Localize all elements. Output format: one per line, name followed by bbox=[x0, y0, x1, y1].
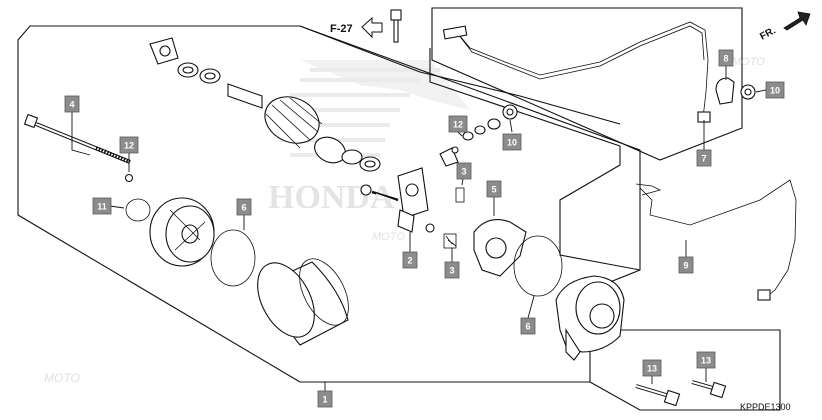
brush-spring-3-lower bbox=[443, 233, 457, 249]
bolt-13-right bbox=[691, 380, 727, 399]
svg-text:12: 12 bbox=[124, 141, 134, 151]
svg-text:5: 5 bbox=[491, 185, 496, 195]
callout-2: 2 bbox=[402, 251, 418, 269]
callout-10-center: 10 bbox=[502, 133, 522, 151]
ground-cable-9 bbox=[635, 179, 797, 301]
commutator-washers bbox=[341, 149, 381, 172]
svg-text:MOTO: MOTO bbox=[732, 56, 765, 68]
callout-9: 9 bbox=[678, 256, 694, 274]
terminal-hardware bbox=[439, 104, 518, 167]
svg-text:13: 13 bbox=[701, 356, 711, 366]
honda-wordmark-watermark: HONDA bbox=[268, 179, 395, 216]
washer-small bbox=[425, 223, 435, 233]
o-ring-11 bbox=[125, 198, 151, 222]
starter-cable-7 bbox=[442, 21, 711, 123]
armature bbox=[227, 83, 346, 164]
ref-arrow-left-icon bbox=[361, 16, 383, 39]
svg-text:12: 12 bbox=[453, 120, 463, 130]
callout-1: 1 bbox=[317, 390, 333, 408]
bolt-13-left bbox=[635, 384, 681, 407]
front-direction-indicator: FR. bbox=[758, 11, 811, 43]
svg-text:10: 10 bbox=[770, 86, 780, 96]
motor-yoke bbox=[257, 258, 349, 346]
svg-text:MOTO: MOTO bbox=[372, 231, 405, 243]
cable-frame bbox=[431, 7, 743, 161]
diagram-code: KPPDE1300 bbox=[740, 402, 791, 412]
callout-4: 4 bbox=[64, 95, 80, 113]
moto-watermark-left: MOTO bbox=[44, 371, 80, 385]
svg-text:6: 6 bbox=[241, 203, 246, 213]
spring-3-lower bbox=[445, 235, 457, 247]
brush-spring-3-upper bbox=[455, 187, 465, 203]
washer-12-left bbox=[124, 173, 134, 183]
front-arrow-icon bbox=[783, 11, 811, 31]
svg-text:FR.: FR. bbox=[758, 25, 778, 42]
o-ring-6-right bbox=[513, 235, 563, 297]
assembly-outline-inner bbox=[299, 25, 621, 125]
svg-text:MOTO: MOTO bbox=[44, 371, 80, 385]
moto-watermark-right: MOTO bbox=[732, 56, 765, 68]
svg-text:10: 10 bbox=[507, 138, 517, 148]
seal-bracket bbox=[149, 37, 179, 65]
nut-10-top bbox=[740, 84, 756, 100]
svg-text:9: 9 bbox=[683, 261, 688, 271]
assembly-outline-frame bbox=[17, 25, 641, 383]
rear-cover bbox=[555, 275, 625, 361]
callout-3-lower: 3 bbox=[444, 261, 460, 279]
svg-text:2: 2 bbox=[407, 256, 412, 266]
svg-text:13: 13 bbox=[647, 364, 657, 374]
terminal-bolt bbox=[360, 184, 399, 202]
callout-6-right: 6 bbox=[520, 317, 536, 335]
callout-12-left: 12 bbox=[119, 136, 139, 154]
front-cover bbox=[149, 197, 215, 267]
svg-text:3: 3 bbox=[461, 167, 466, 177]
callout-3-upper: 3 bbox=[456, 162, 472, 180]
ref-label-f27: F-27 bbox=[330, 23, 353, 35]
svg-text:6: 6 bbox=[525, 322, 530, 332]
svg-text:4: 4 bbox=[69, 100, 74, 110]
callout-11: 11 bbox=[92, 197, 112, 215]
bearing-washers bbox=[177, 62, 221, 84]
o-ring-6-left bbox=[210, 229, 256, 287]
svg-text:1: 1 bbox=[322, 395, 327, 405]
svg-text:8: 8 bbox=[723, 54, 728, 64]
callout-10-right: 10 bbox=[765, 81, 785, 99]
brush-holder-2 bbox=[397, 167, 429, 233]
mount-bolt-small bbox=[390, 9, 402, 43]
callout-8: 8 bbox=[718, 49, 734, 67]
svg-text:7: 7 bbox=[701, 154, 706, 164]
callout-5: 5 bbox=[486, 180, 502, 198]
callout-12-center: 12 bbox=[448, 115, 468, 133]
terminal-cover-8 bbox=[715, 77, 735, 105]
moto-watermark-mid: MOTO bbox=[372, 231, 405, 243]
bolt-frame bbox=[589, 329, 781, 411]
callout-13-left: 13 bbox=[642, 359, 662, 377]
brush-holder-5 bbox=[473, 219, 527, 277]
svg-text:11: 11 bbox=[97, 202, 107, 212]
svg-text:3: 3 bbox=[449, 266, 454, 276]
long-bolt-4 bbox=[23, 113, 131, 164]
callout-7: 7 bbox=[696, 149, 712, 167]
callout-6-left: 6 bbox=[236, 198, 252, 216]
callout-13-right: 13 bbox=[696, 351, 716, 369]
assembly-outline-mid bbox=[429, 48, 641, 271]
